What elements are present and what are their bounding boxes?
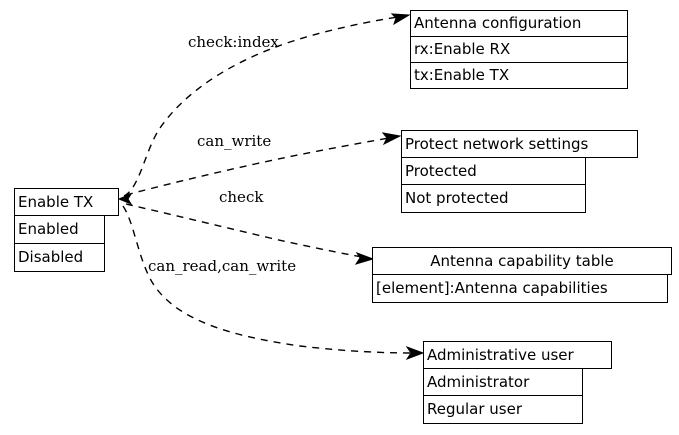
arrowhead-antenna-configuration (390, 13, 411, 26)
node-administrative-user-header[interactable]: Administrative user (423, 341, 612, 369)
edge-label-check-index: check:index (188, 33, 279, 51)
node-protect-network-settings-row-1[interactable]: Not protected (401, 184, 586, 213)
arrowhead-administrative-user (405, 345, 425, 361)
node-administrative-user-row-1[interactable]: Regular user (423, 395, 583, 424)
node-antenna-configuration-row-1[interactable]: tx:Enable TX (410, 62, 628, 89)
edge-label-can-write: can_write (197, 132, 272, 150)
node-antenna-capability-table-header[interactable]: Antenna capability table (372, 247, 672, 275)
edge-label-can-read-can-write: can_read,can_write (148, 257, 297, 275)
arrowhead-protect-network-settings (381, 132, 402, 146)
edge-path-check (125, 203, 363, 258)
node-enable-tx-row-0[interactable]: Enabled (14, 215, 105, 244)
node-antenna-capability-table-row-0[interactable]: [element]:Antenna capabilities (372, 274, 668, 303)
node-protect-network-settings-header[interactable]: Protect network settings (401, 130, 638, 158)
arrowhead-enable-tx (117, 192, 133, 206)
arrowhead-antenna-capability-table (354, 252, 375, 265)
edge-path-can-write (125, 137, 390, 196)
node-administrative-user-row-0[interactable]: Administrator (423, 368, 583, 396)
edge-label-check: check (219, 188, 264, 206)
node-enable-tx-row-1[interactable]: Disabled (14, 243, 105, 272)
node-protect-network-settings-row-0[interactable]: Protected (401, 157, 586, 185)
node-antenna-configuration-row-0[interactable]: rx:Enable RX (410, 36, 628, 63)
edge-path-can-read-can-write (122, 205, 413, 354)
node-antenna-configuration-header[interactable]: Antenna configuration (410, 10, 628, 37)
edge-path-check-index (123, 16, 399, 197)
node-enable-tx-header[interactable]: Enable TX (14, 188, 119, 216)
